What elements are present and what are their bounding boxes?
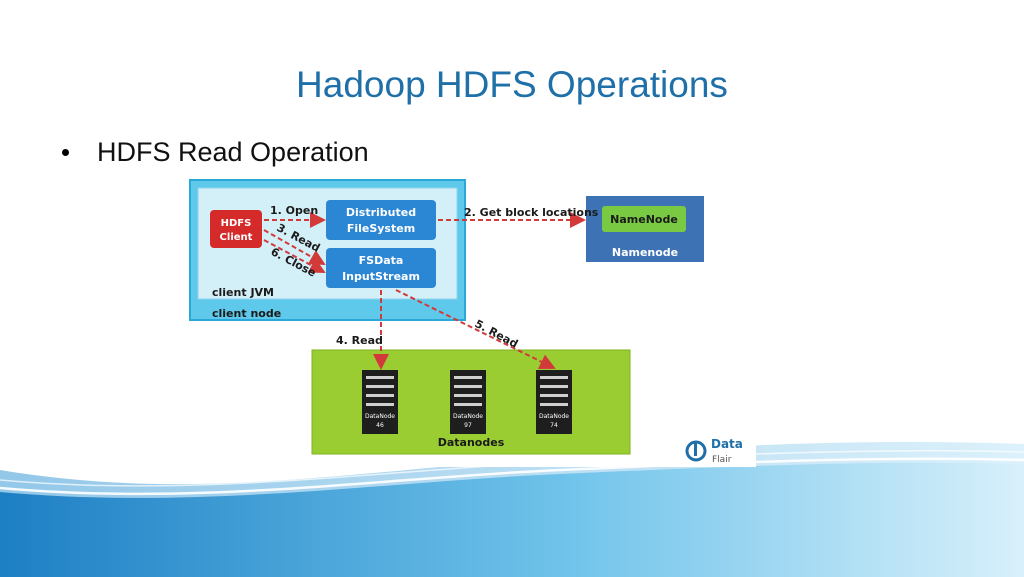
namenode-inner-label: NameNode [610,213,678,226]
datanode-46-label: DataNode [365,413,395,420]
datanode-74-label: DataNode [539,413,569,420]
footer-wave-decoration [0,441,1024,577]
dataflair-logo: Data Flair [685,437,743,465]
fsdata-inputstream-box [326,248,436,288]
datanode-server-46: DataNode 46 [362,370,398,434]
client-node-label: client node [212,307,281,320]
bullet-text: HDFS Read Operation [97,136,369,167]
hdfs-client-line1: HDFS [221,218,252,229]
distributed-fs-line2: FileSystem [347,222,415,235]
hdfs-client-box [210,210,262,248]
bullet-item: HDFS Read Operation [62,134,369,170]
arrow-read5 [395,289,556,369]
fsdata-line2: InputStream [342,270,420,283]
distributed-filesystem-box [326,200,436,240]
arrow-close [263,239,326,273]
namenode-inner-box [602,206,686,232]
datanode-97-id: 97 [464,422,472,429]
bullet-dot [62,148,69,156]
namenode-label: Namenode [612,246,678,259]
datanode-74-id: 74 [550,422,558,429]
hdfs-client-line2: Client [220,232,253,243]
step-get-block-label: 2. Get block locations [464,206,599,219]
fsdata-line1: FSData [359,254,404,267]
logo-text-line1: Data [711,437,743,451]
datanodes-label: Datanodes [438,436,505,449]
logo-text-line2: Flair [712,455,732,465]
client-jvm-label: client JVM [212,286,274,299]
datanode-46-id: 46 [376,422,384,429]
step-read5-label: 5. Read [473,317,521,350]
distributed-fs-line1: Distributed [346,206,416,219]
hdfs-read-diagram: client JVM client node HDFS Client Distr… [176,174,756,467]
step-read4-label: 4. Read [336,334,383,347]
step-open-label: 1. Open [270,204,318,217]
arrow-read3 [263,229,326,265]
datanode-server-74: DataNode 74 [536,370,572,434]
datanode-97-label: DataNode [453,413,483,420]
datanode-server-97: DataNode 97 [450,370,486,434]
slide-title: Hadoop HDFS Operations [296,64,728,105]
